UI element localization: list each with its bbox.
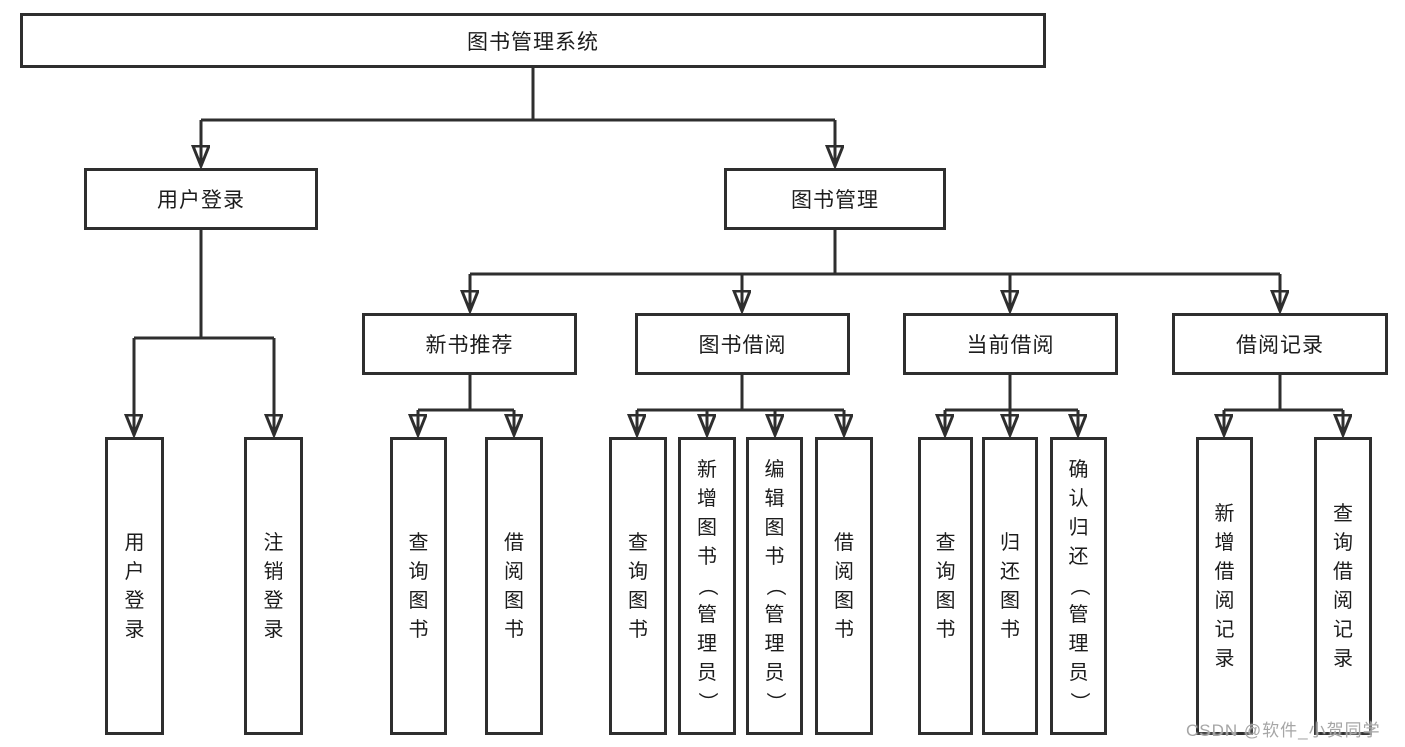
leaf-user-login: 用户登录 <box>105 437 164 735</box>
node-label: 用户登录 <box>157 189 245 212</box>
node-label: 新增图书（管理员） <box>696 459 718 712</box>
node-label: 借阅图书 <box>504 531 524 641</box>
node-user-login: 用户登录 <box>84 168 318 230</box>
leaf-borrow-books: 借阅图书 <box>815 437 873 735</box>
node-label: 查询图书 <box>408 531 429 641</box>
node-label: 确认归还（管理员） <box>1067 459 1090 712</box>
node-label: 新书推荐 <box>425 334 514 357</box>
node-label: 用户登录 <box>124 531 145 641</box>
leaf-edit-book-admin: 编辑图书（管理员） <box>746 437 803 735</box>
node-label: 借阅记录 <box>1236 334 1324 357</box>
node-label: 归还图书 <box>1000 531 1020 641</box>
node-label: 图书管理 <box>791 189 879 212</box>
leaf-confirm-return-admin: 确认归还（管理员） <box>1050 437 1107 735</box>
node-label: 查询图书 <box>935 531 956 641</box>
node-label: 新增借阅记录 <box>1214 502 1235 670</box>
node-label: 当前借阅 <box>966 334 1055 357</box>
leaf-query-books-recommend: 查询图书 <box>390 437 447 735</box>
watermark: CSDN @软件_小贺同学 <box>1186 721 1381 740</box>
leaf-return-book: 归还图书 <box>982 437 1038 735</box>
node-new-book-recommend: 新书推荐 <box>362 313 577 375</box>
node-label: 查询图书 <box>628 531 648 641</box>
node-label: 查询借阅记录 <box>1333 502 1353 670</box>
node-label: 注销登录 <box>263 531 284 641</box>
leaf-query-books-current: 查询图书 <box>918 437 973 735</box>
leaf-query-books-borrowing: 查询图书 <box>609 437 667 735</box>
leaf-add-borrow-record: 新增借阅记录 <box>1196 437 1253 735</box>
node-borrowing-records: 借阅记录 <box>1172 313 1388 375</box>
node-book-management: 图书管理 <box>724 168 946 230</box>
node-root: 图书管理系统 <box>20 13 1046 68</box>
node-current-borrowing: 当前借阅 <box>903 313 1118 375</box>
leaf-logout: 注销登录 <box>244 437 303 735</box>
node-label: 图书借阅 <box>698 334 787 357</box>
leaf-add-book-admin: 新增图书（管理员） <box>678 437 736 735</box>
node-label: 编辑图书（管理员） <box>763 459 786 712</box>
leaf-query-borrow-record: 查询借阅记录 <box>1314 437 1372 735</box>
leaf-borrow-books-recommend: 借阅图书 <box>485 437 543 735</box>
node-label: 图书管理系统 <box>467 30 599 54</box>
node-book-borrowing: 图书借阅 <box>635 313 850 375</box>
node-label: 借阅图书 <box>834 531 854 641</box>
